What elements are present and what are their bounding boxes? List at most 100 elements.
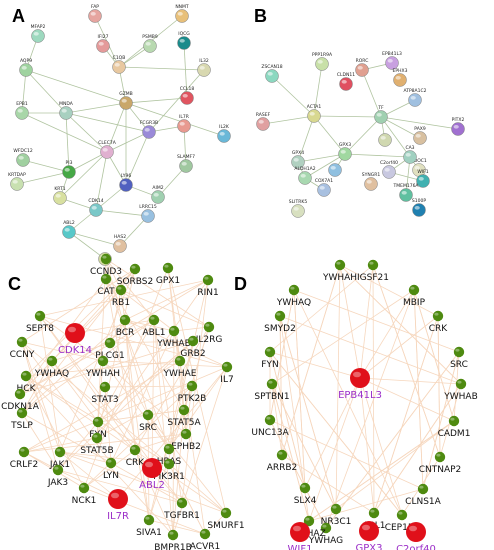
gene-node: ARRB2 <box>267 449 297 473</box>
gene-label: ACVR1 <box>190 542 220 550</box>
gene-label: SRC <box>139 423 157 433</box>
protein-node-label: MFAP2 <box>31 24 46 30</box>
gene-node: CCND3 <box>90 253 122 277</box>
string-edge <box>297 153 346 163</box>
protein-node-label: CCL18 <box>180 86 195 92</box>
gene-label: CRK <box>429 324 449 334</box>
gene-label: CLNS1A <box>405 497 441 507</box>
interaction-edge <box>281 264 341 456</box>
interaction-edge <box>359 377 375 514</box>
gene-node: IL7 <box>220 361 234 385</box>
gene-label: YWHAH <box>85 369 120 379</box>
interaction-edge <box>413 289 455 422</box>
gene-node: PLCG1 <box>95 337 125 361</box>
interaction-edge <box>422 351 460 490</box>
gene-node: NR3C1 <box>321 503 351 527</box>
interaction-edge <box>372 264 441 458</box>
protein-node: NNMT <box>175 4 189 23</box>
hub-gene-label: GPX3 <box>356 543 383 550</box>
protein-node: SYNGR1 <box>362 172 380 191</box>
gene-node: RIN1 <box>197 274 219 298</box>
hub-gene-label: CDK14 <box>58 345 92 356</box>
interaction-edge <box>168 366 228 450</box>
string-edge <box>21 69 27 114</box>
hub-gene-label: EPB41L3 <box>338 390 382 401</box>
protein-node: PI3 <box>62 160 76 179</box>
string-edge <box>106 102 127 153</box>
protein-node: MNDA <box>59 101 74 120</box>
panel-label-d: D <box>234 274 247 294</box>
protein-node: IQCG <box>177 31 191 50</box>
interaction-edge <box>181 279 209 504</box>
protein-node: TMEM176A <box>392 183 419 202</box>
protein-node: TF <box>374 105 388 124</box>
gene-node: SORBS2 <box>117 263 153 287</box>
protein-node: FAP <box>88 4 102 23</box>
gene-label: HCK <box>17 384 37 394</box>
gene-label: CAT <box>97 287 115 297</box>
string-edge <box>125 131 150 186</box>
interaction-edge <box>304 377 361 489</box>
protein-node-label: PSMB9 <box>142 34 158 40</box>
interaction-edge <box>335 264 341 510</box>
gene-node: ACVR1 <box>190 528 220 550</box>
interaction-edge <box>59 451 119 500</box>
interaction-edge <box>105 278 170 450</box>
interaction-edge <box>124 279 209 321</box>
hub-gene-node: IL7R <box>107 489 129 522</box>
string-edge <box>21 112 108 153</box>
interaction-edge <box>413 289 424 490</box>
protein-node-label: ABL2 <box>63 220 75 226</box>
gene-label: YWHAQ <box>34 369 69 379</box>
gene-node: BCR <box>116 314 135 338</box>
interaction-edge <box>339 264 361 379</box>
protein-node-label: AQP9 <box>20 58 32 64</box>
panel-label-a: A <box>12 6 25 26</box>
gene-label: FYN <box>261 360 278 370</box>
gene-label: TSLP <box>10 421 33 431</box>
interaction-edge <box>325 289 415 529</box>
interaction-edge <box>21 360 53 414</box>
string-edge <box>304 153 346 179</box>
string-edge <box>22 159 70 173</box>
panel-label-b: B <box>254 6 267 26</box>
gene-label: BCR <box>116 328 135 338</box>
string-edge <box>68 231 121 247</box>
gene-label: NCK1 <box>72 496 97 506</box>
gene-node: GPX1 <box>156 262 180 286</box>
protein-node: LRRC15 <box>139 204 157 223</box>
gene-node: MBIP <box>403 284 426 308</box>
interaction-edge <box>308 420 455 522</box>
hub-gene-label: ABL2 <box>139 480 165 491</box>
gene-label: CDKN1A <box>1 402 40 412</box>
string-edge <box>380 116 411 158</box>
interaction-edge <box>269 351 306 489</box>
protein-node-label: ALDH1A2 <box>294 166 315 172</box>
string-edge <box>313 115 346 155</box>
interaction-edge <box>339 264 462 385</box>
protein-node: KRTDAP <box>8 172 26 191</box>
hub-gene-label: WIF1 <box>288 544 313 550</box>
interaction-edge <box>293 289 460 353</box>
interaction-edge <box>74 319 155 334</box>
interaction-edge <box>105 278 150 521</box>
protein-node-label: KRTDAP <box>8 172 26 178</box>
interaction-edge <box>373 315 439 514</box>
gene-node: SMURF1 <box>207 507 245 531</box>
gene-node: YWHAG <box>308 522 343 546</box>
protein-node-label: TF <box>377 105 384 111</box>
interaction-edge <box>168 279 209 450</box>
string-edge <box>297 115 315 163</box>
string-edge <box>148 69 205 133</box>
interaction-edge <box>109 340 194 344</box>
protein-node: WIF1 <box>416 169 430 188</box>
gene-node: STAT5B <box>80 432 114 456</box>
interaction-edge <box>335 420 455 510</box>
interaction-edge <box>83 487 206 535</box>
string-edge <box>262 115 315 125</box>
string-edge <box>125 97 188 104</box>
string-edge <box>344 153 411 158</box>
interaction-edge <box>359 377 403 516</box>
gene-node: BMPR1B <box>154 529 192 550</box>
interaction-edge <box>148 519 206 535</box>
